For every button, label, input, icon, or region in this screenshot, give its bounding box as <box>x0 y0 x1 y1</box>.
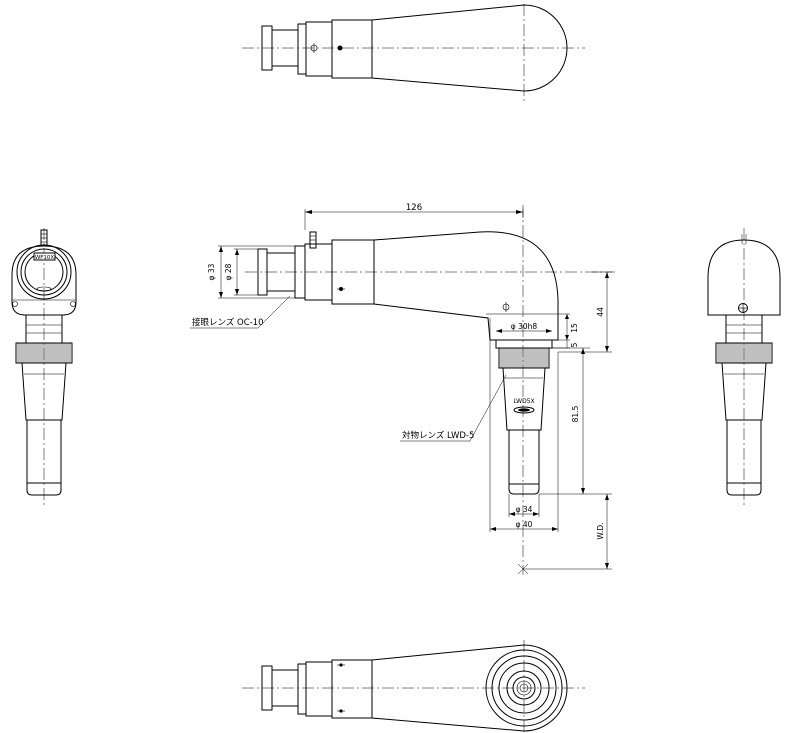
dim-126: 126 <box>406 203 422 213</box>
dim-phi-40: φ 40 <box>516 520 533 529</box>
front-view: LWD5X 126 φ 33 φ 28 接眼レンズ OC-10 φ 30h8 <box>190 203 615 575</box>
objective-label: 対物レンズ LWD-5 <box>402 430 474 441</box>
dim-phi-34: φ 34 <box>516 505 533 514</box>
dim-phi-28: φ 28 <box>224 263 233 280</box>
eyepiece-label: 接眼レンズ OC-10 <box>192 317 264 328</box>
left-side-view: WF10X <box>11 228 77 505</box>
top-view <box>242 4 585 103</box>
dim-5: 5 <box>570 342 579 347</box>
dim-44: 44 <box>596 307 605 317</box>
bottom-view <box>242 640 585 733</box>
dim-phi-30h8: φ 30h8 <box>511 322 538 331</box>
right-side-view <box>707 228 781 505</box>
dim-81-5: 81.5 <box>571 405 580 422</box>
dim-wd: W.D. <box>596 522 605 539</box>
dim-15: 15 <box>570 323 579 333</box>
dim-phi-33: φ 33 <box>207 263 216 280</box>
objective-marking: LWD5X <box>513 398 534 405</box>
eyepiece-marking: WF10X <box>35 255 55 261</box>
